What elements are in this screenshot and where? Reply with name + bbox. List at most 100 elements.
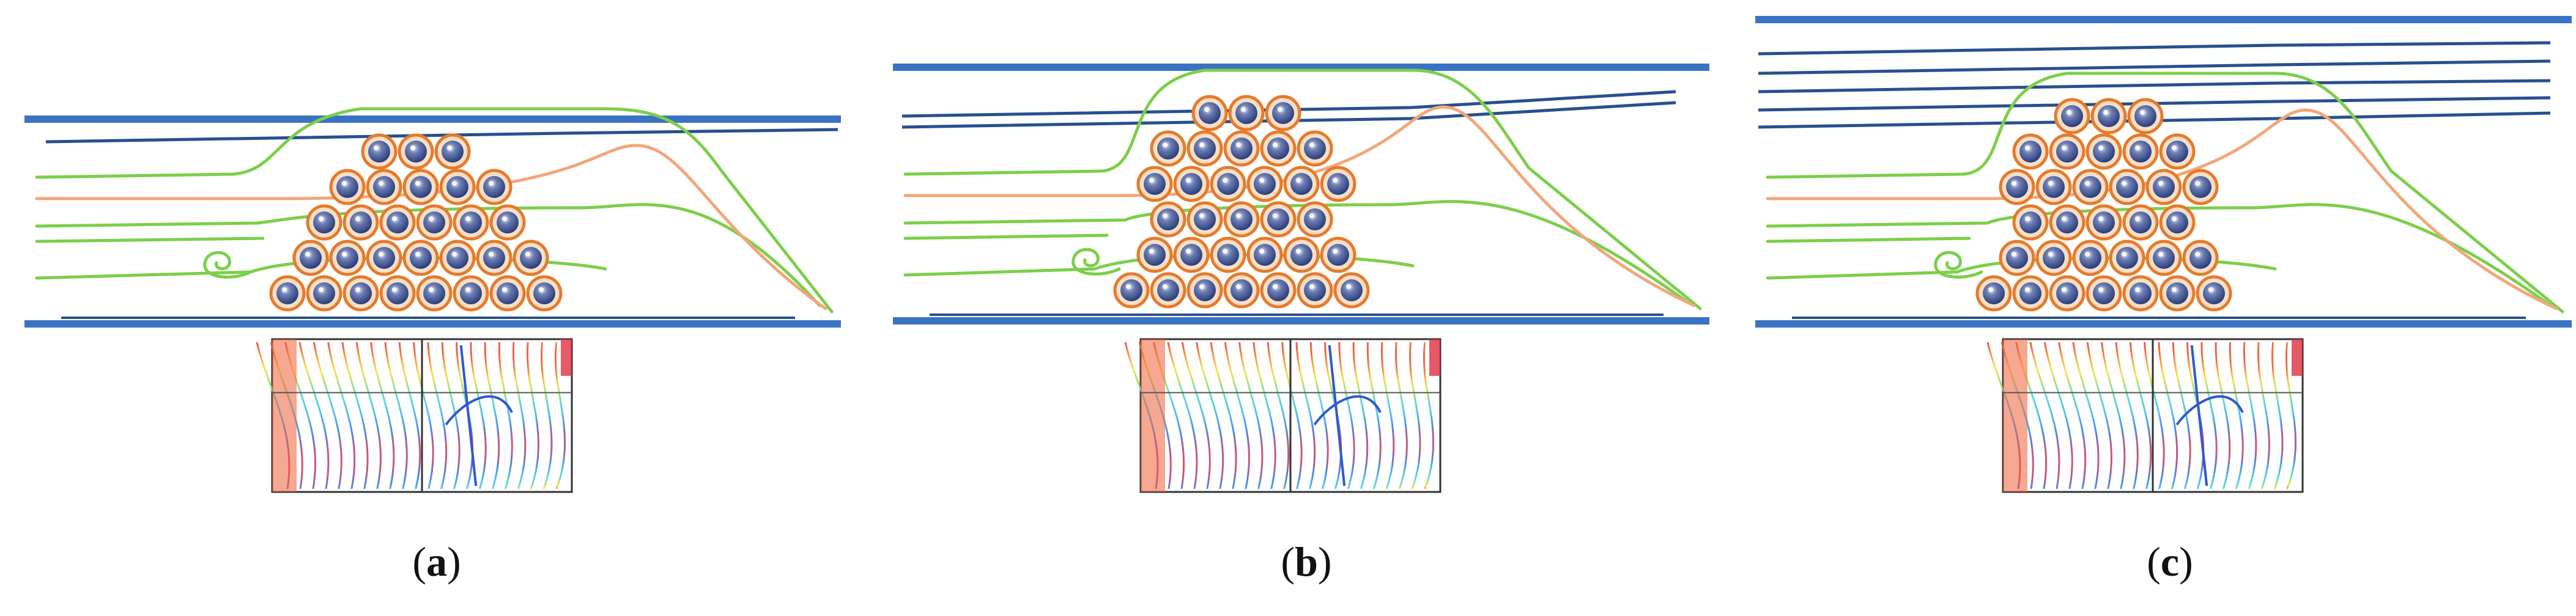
bubble <box>1186 201 1223 238</box>
streamline-upper <box>35 107 834 314</box>
bubble <box>1320 237 1356 273</box>
bubble <box>1191 95 1228 131</box>
bubble <box>1283 237 1320 273</box>
bubble <box>2145 240 2182 276</box>
bubble <box>434 133 471 170</box>
bubble <box>1260 130 1297 167</box>
bubble <box>1136 166 1173 202</box>
streamline-middle <box>35 203 821 307</box>
bubble <box>1297 130 1333 167</box>
bubble <box>2012 133 2049 170</box>
upper-streamline <box>901 101 1676 129</box>
streamline-upper <box>903 68 1702 310</box>
bubble <box>306 204 342 241</box>
panel-a <box>24 107 841 493</box>
bubble <box>306 275 342 312</box>
upper-streamline <box>1758 59 2551 75</box>
bubble <box>1223 130 1260 167</box>
streamline-inlet <box>35 237 265 243</box>
caption-b-letter: b <box>1295 538 1318 585</box>
vortex <box>1934 251 1983 279</box>
bubble <box>342 275 379 312</box>
bubble <box>1173 166 1210 202</box>
bubble <box>2145 169 2182 205</box>
bubble <box>2182 240 2219 276</box>
bubble <box>2159 133 2196 170</box>
bubble <box>2109 169 2145 205</box>
bubble <box>1320 166 1356 202</box>
bubble <box>1246 237 1283 273</box>
caption-c: (c) <box>2147 538 2193 585</box>
streamline-middle <box>903 200 1690 304</box>
bubble <box>1999 169 2035 205</box>
bubble <box>1136 237 1173 273</box>
bubble <box>1999 240 2035 276</box>
bubble <box>1260 201 1297 238</box>
bubble <box>2196 275 2232 312</box>
vortex <box>203 251 253 279</box>
bubble <box>2127 98 2164 134</box>
bubble <box>1297 272 1333 309</box>
contour-map <box>256 338 573 493</box>
caption-b: (b) <box>1281 538 1332 585</box>
bubble <box>453 204 489 241</box>
bubble <box>342 204 379 241</box>
panel-b <box>893 64 1709 493</box>
bubble <box>329 240 366 276</box>
streamline-inlet <box>1766 237 1971 243</box>
bubble <box>2109 240 2145 276</box>
bubble <box>2054 98 2090 134</box>
bubble <box>1113 272 1150 309</box>
bubble <box>2159 204 2196 241</box>
bubble <box>1297 201 1333 238</box>
bubble <box>2182 169 2219 205</box>
bubble <box>2012 204 2049 241</box>
bubble <box>2086 204 2122 241</box>
bubble <box>526 275 563 312</box>
bubble <box>2090 98 2127 134</box>
bubble <box>1228 95 1265 131</box>
upper-streamline <box>1758 79 2551 94</box>
bubble <box>2035 169 2072 205</box>
bubble <box>2012 275 2049 312</box>
bubble <box>402 169 439 205</box>
bubble <box>2086 133 2122 170</box>
bubble <box>439 240 476 276</box>
bubble <box>2122 275 2159 312</box>
caption-a: (a) <box>412 538 461 585</box>
bubble <box>292 240 329 276</box>
bubble <box>1260 272 1297 309</box>
bubble <box>379 275 416 312</box>
bubble <box>1210 166 1246 202</box>
streamline-inlet <box>903 233 1109 240</box>
bubble <box>476 240 513 276</box>
bubble <box>2072 240 2109 276</box>
streamline-upper <box>1766 72 2564 314</box>
bubble <box>2072 169 2109 205</box>
bubble <box>1246 166 1283 202</box>
bubble <box>439 169 476 205</box>
bubble <box>2049 275 2086 312</box>
streamline-middle <box>1766 203 2552 307</box>
bubble <box>402 240 439 276</box>
upper-streamline <box>1758 96 2551 112</box>
upper-streamline <box>1758 111 2551 129</box>
bubble <box>1186 130 1223 167</box>
contour-map <box>1986 338 2304 493</box>
bubble <box>1223 201 1260 238</box>
contour-map <box>1124 338 1442 493</box>
bubble <box>398 133 434 170</box>
bubble <box>1265 95 1301 131</box>
panel-c <box>1755 16 2572 493</box>
bubble <box>1173 237 1210 273</box>
bubble <box>2122 204 2159 241</box>
bubble <box>366 169 402 205</box>
bubble <box>1150 130 1186 167</box>
upper-streamline <box>901 90 1676 118</box>
bubble <box>416 275 453 312</box>
vortex <box>1071 248 1121 276</box>
bubble <box>476 169 513 205</box>
bubble <box>1223 272 1260 309</box>
bubble <box>269 275 306 312</box>
